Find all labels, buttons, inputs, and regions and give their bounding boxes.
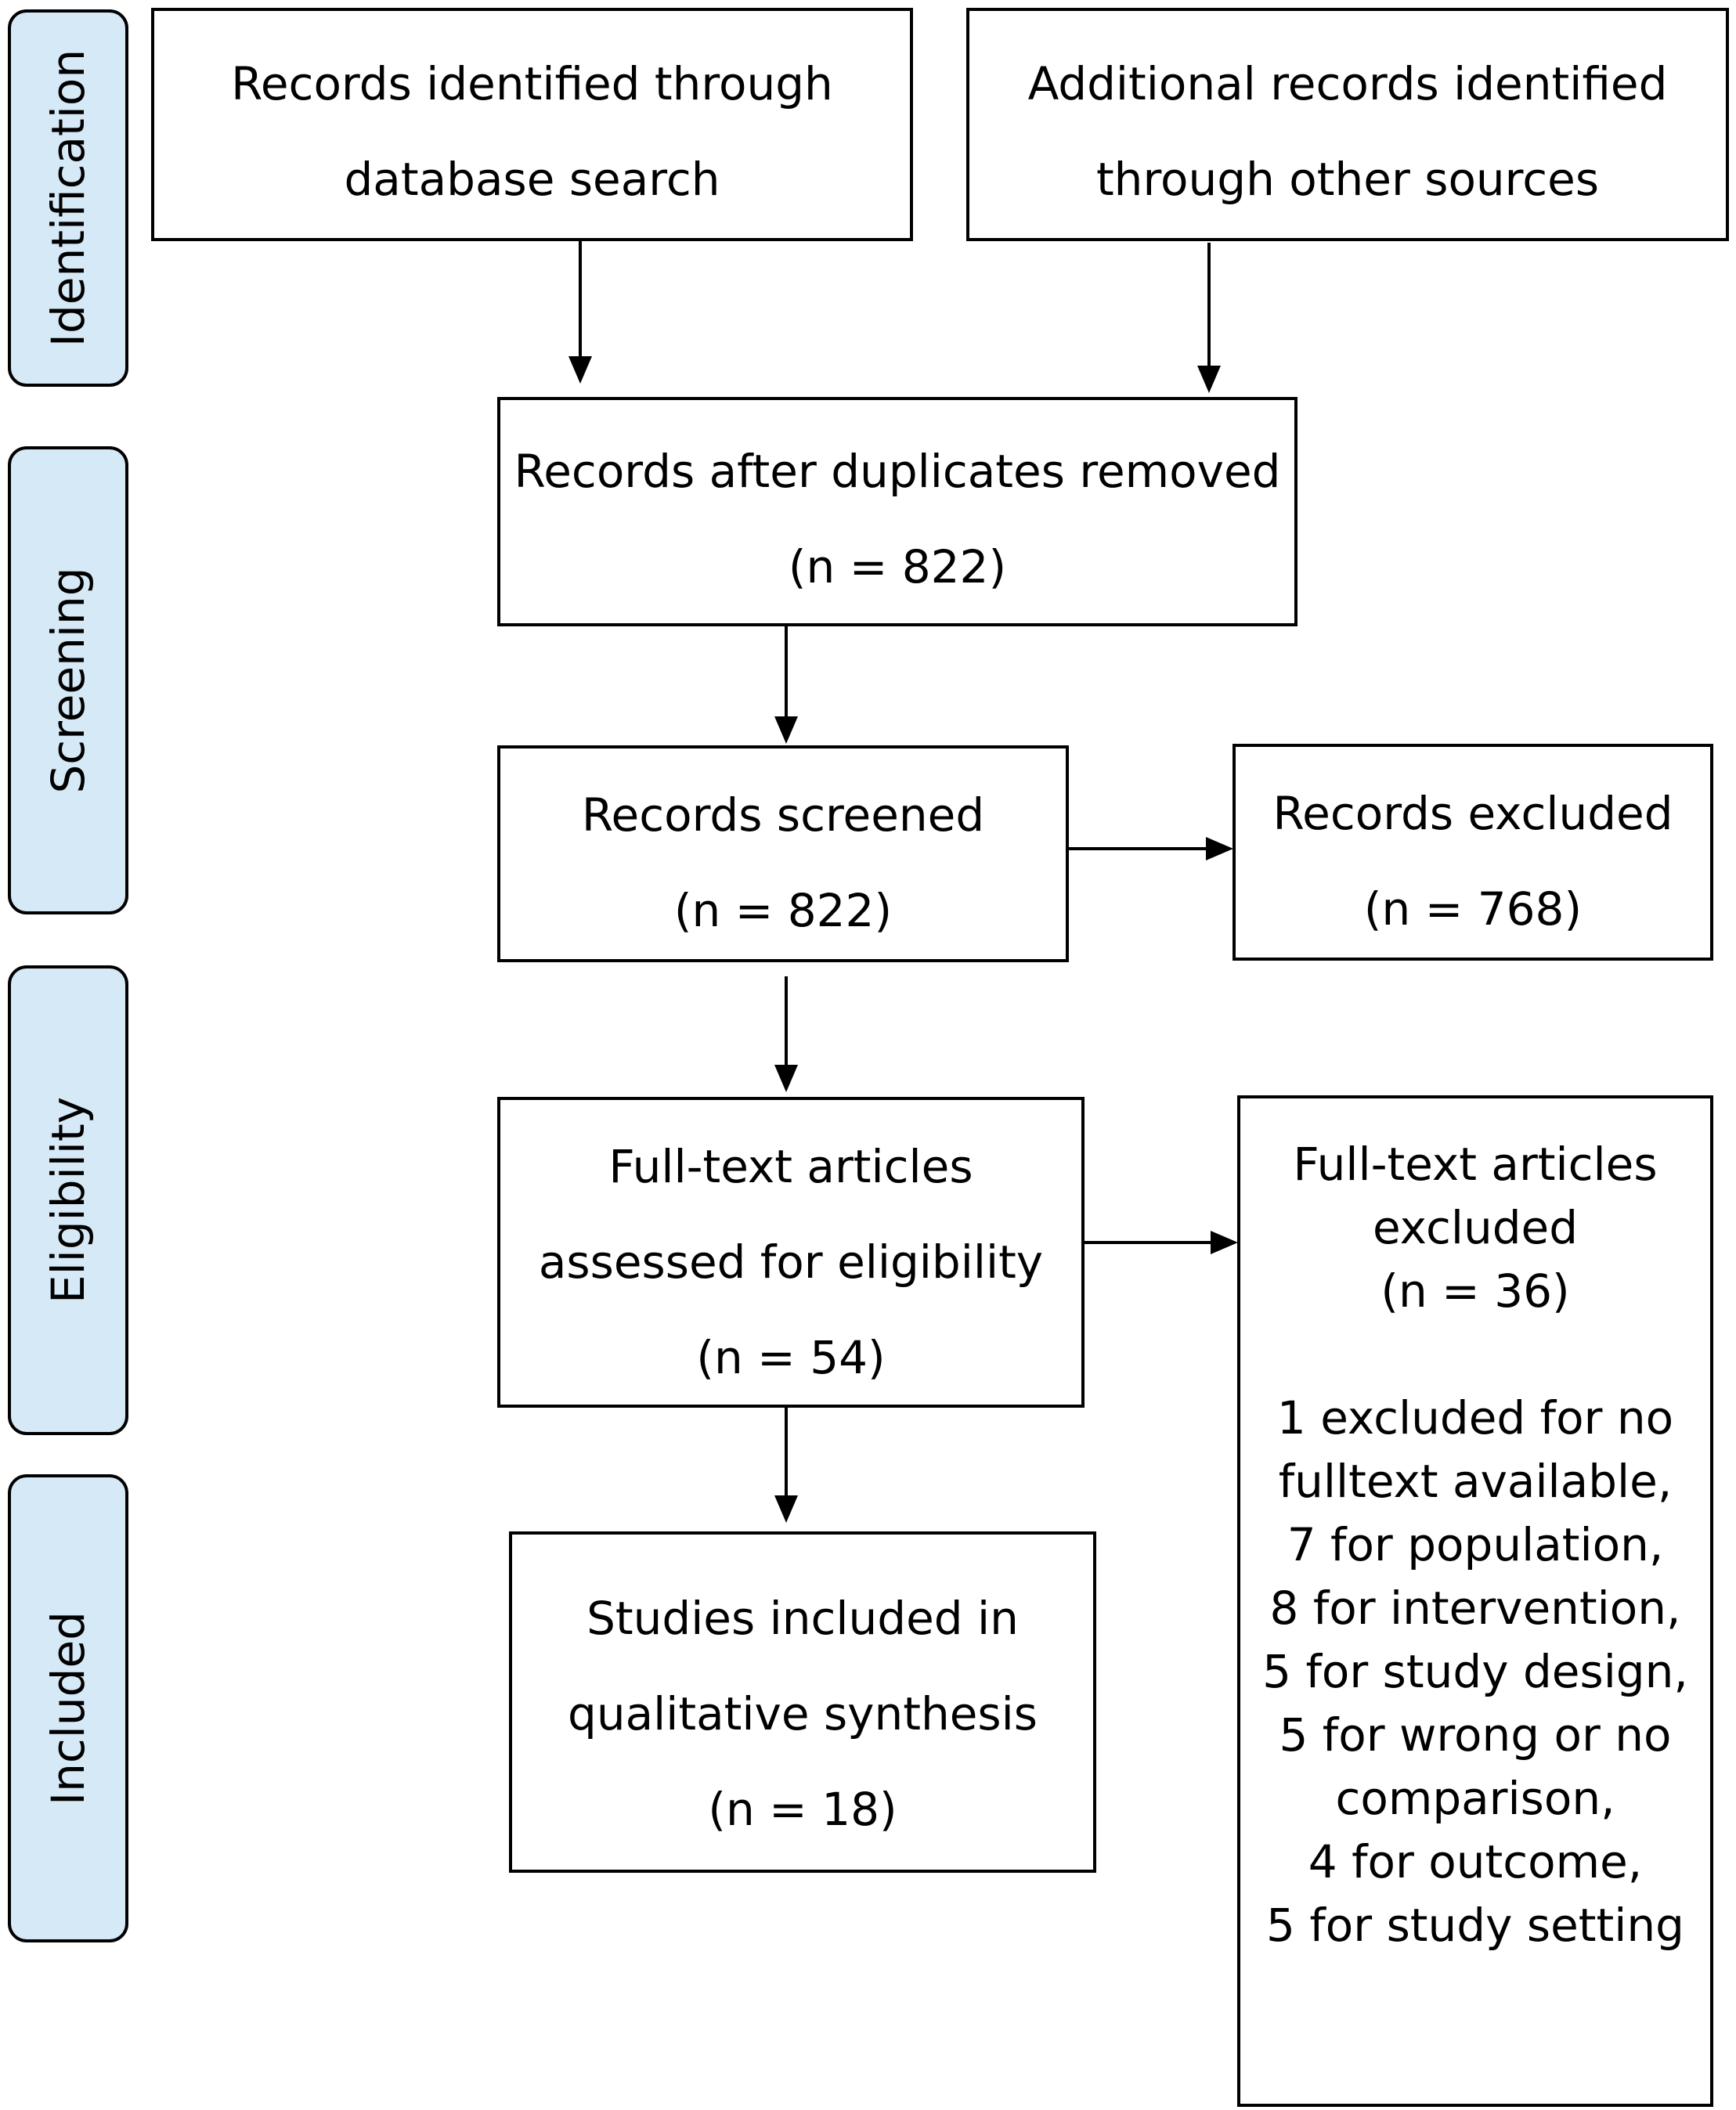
exclusion-reason: 8 for intervention,: [1269, 1582, 1681, 1635]
box-duplicates-removed: Records after duplicates removed (n = 82…: [497, 397, 1297, 626]
studies-included-count: (n = 18): [708, 1783, 897, 1836]
stage-included: Included: [8, 1474, 128, 1942]
records-excluded-count: (n = 768): [1363, 882, 1583, 936]
studies-included-line2: qualitative synthesis: [568, 1687, 1038, 1740]
box-other-sources: Additional records identified through ot…: [966, 8, 1729, 241]
records-screened-count: (n = 822): [673, 884, 893, 937]
arrowhead-fulltext-excluded: [1211, 1231, 1238, 1254]
records-excluded-line1: Records excluded: [1272, 787, 1673, 840]
fulltext-excluded-spacer: [1240, 1323, 1710, 1387]
records-screened-line1: Records screened: [581, 788, 985, 842]
box-fulltext-excluded: Full-text articles excluded (n = 36) 1 e…: [1237, 1095, 1713, 2107]
other-sources-line1: Additional records identified: [1027, 57, 1668, 110]
exclusion-reason: 5 for wrong or no: [1279, 1708, 1672, 1762]
arrowhead-database: [568, 356, 592, 384]
exclusion-reason: 1 excluded for no: [1276, 1391, 1674, 1445]
fulltext-excluded-line1: Full-text articles: [1293, 1138, 1658, 1191]
duplicates-removed-line1: Records after duplicates removed: [514, 445, 1281, 498]
other-sources-line2: through other sources: [1095, 153, 1600, 206]
arrowhead-fulltext: [774, 1065, 798, 1092]
studies-included-line1: Studies included in: [586, 1592, 1019, 1645]
box-records-excluded: Records excluded (n = 768): [1233, 744, 1713, 961]
database-search-line2: database search: [344, 153, 720, 206]
fulltext-assessed-line2: assessed for eligibility: [538, 1235, 1044, 1289]
arrowhead-excluded: [1206, 837, 1233, 860]
arrowhead-included: [774, 1495, 798, 1523]
box-fulltext-assessed: Full-text articles assessed for eligibil…: [497, 1097, 1085, 1408]
exclusion-reason: 5 for study setting: [1266, 1899, 1684, 1952]
box-database-search: Records identified through database sear…: [151, 8, 913, 241]
exclusion-reason: 5 for study design,: [1262, 1645, 1688, 1698]
box-records-screened: Records screened (n = 822): [497, 745, 1069, 962]
fulltext-assessed-line1: Full-text articles: [608, 1140, 973, 1193]
database-search-line1: Records identified through: [231, 57, 833, 110]
fulltext-excluded-line2: excluded: [1372, 1201, 1579, 1254]
fulltext-assessed-count: (n = 54): [696, 1331, 886, 1384]
box-studies-included: Studies included in qualitative synthesi…: [509, 1531, 1096, 1873]
duplicates-removed-count: (n = 822): [788, 540, 1007, 593]
stage-identification: Identification: [8, 9, 128, 387]
exclusion-reason: comparison,: [1335, 1772, 1615, 1825]
exclusion-reason: 7 for population,: [1287, 1518, 1664, 1571]
arrowhead-other: [1197, 366, 1221, 393]
exclusion-reason: fulltext available,: [1278, 1455, 1673, 1508]
stage-screening: Screening: [8, 446, 128, 914]
arrowhead-screened: [774, 716, 798, 744]
fulltext-excluded-count: (n = 36): [1380, 1264, 1570, 1318]
stage-eligibility: Eligibility: [8, 965, 128, 1435]
exclusion-reason: 4 for outcome,: [1308, 1835, 1643, 1888]
